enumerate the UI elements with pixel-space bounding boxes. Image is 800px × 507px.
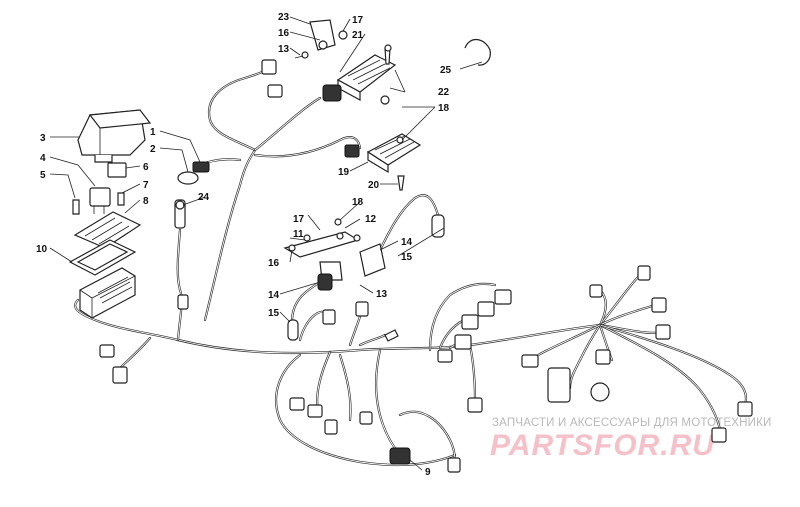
callout-4: 4 — [40, 153, 46, 164]
connector-cluster-right — [521, 265, 753, 443]
screw-22 — [384, 44, 392, 65]
connector-center-a — [322, 309, 336, 325]
callouts: 1 2 3 4 5 6 7 8 9 10 11 12 13 13 14 14 1… — [36, 12, 452, 478]
sensor-14-right — [359, 243, 386, 277]
watermark: ЗАПЧАСТИ И АКСЕССУАРЫ ДЛЯ МОТОТЕХНИКИ PA… — [490, 417, 772, 462]
callout-22: 22 — [438, 87, 450, 98]
fuse — [72, 199, 80, 215]
callout-12: 12 — [365, 214, 377, 225]
mini-relay — [107, 162, 127, 178]
callout-23: 23 — [278, 12, 290, 23]
retaining-ring — [464, 39, 491, 66]
callout-2: 2 — [150, 144, 156, 155]
callout-14-right: 14 — [401, 237, 413, 248]
screw-20 — [397, 175, 405, 191]
connector-top-b — [267, 84, 283, 98]
callout-3: 3 — [40, 133, 46, 144]
callout-13-bracket: 13 — [376, 289, 388, 300]
callout-5: 5 — [40, 170, 46, 181]
callout-8: 8 — [143, 196, 149, 207]
sensor-14-left — [317, 273, 333, 291]
connector-cluster-low — [289, 397, 461, 473]
fuse-block — [79, 267, 136, 319]
callout-10: 10 — [36, 244, 48, 255]
callout-25: 25 — [440, 65, 452, 76]
callout-17-ecu: 17 — [352, 15, 364, 26]
sensor-plug-15-left — [287, 319, 299, 341]
main-harness — [74, 68, 748, 467]
callout-20: 20 — [368, 180, 380, 191]
callout-14-left: 14 — [268, 290, 280, 301]
callout-9: 9 — [425, 467, 431, 478]
voltage-regulator — [344, 133, 422, 174]
relay — [89, 187, 111, 214]
callout-11: 11 — [293, 229, 304, 240]
callout-1: 1 — [150, 127, 156, 138]
callout-16-ecu: 16 — [278, 28, 290, 39]
callout-17-bracket: 17 — [293, 214, 305, 225]
callout-18-regulator: 18 — [438, 103, 450, 114]
callout-24: 24 — [198, 192, 210, 203]
fuse-block-gasket — [68, 239, 137, 276]
callout-13-ecu: 13 — [278, 44, 290, 55]
callout-18-bracket: 18 — [352, 197, 364, 208]
fuse-label-sheet — [73, 211, 142, 249]
callout-leaders — [49, 16, 483, 471]
callout-7: 7 — [143, 180, 149, 191]
ecu-module — [322, 54, 397, 105]
connector-center-b — [355, 301, 369, 317]
connector-cluster-left — [99, 294, 189, 384]
harness-clip — [177, 161, 210, 185]
callout-21: 21 — [352, 30, 364, 41]
callout-6: 6 — [143, 162, 149, 173]
ring-terminal — [384, 329, 399, 342]
sensor-plug-15-right — [431, 214, 445, 238]
callout-16-bracket: 16 — [268, 258, 280, 269]
fuse-box-cover — [77, 109, 152, 163]
speed-sensor — [174, 199, 186, 229]
ecu-bracket — [294, 19, 348, 59]
fuse-small — [117, 192, 125, 206]
callout-15-right: 15 — [401, 252, 413, 263]
watermark-brand: PARTSFOR.RU — [490, 429, 715, 462]
watermark-tagline: ЗАПЧАСТИ И АКСЕССУАРЫ ДЛЯ МОТОТЕХНИКИ — [492, 417, 772, 429]
callout-19: 19 — [338, 167, 350, 178]
connector-top-a — [261, 59, 277, 75]
connector-cluster-mid — [437, 289, 512, 413]
callout-15-left: 15 — [268, 308, 280, 319]
